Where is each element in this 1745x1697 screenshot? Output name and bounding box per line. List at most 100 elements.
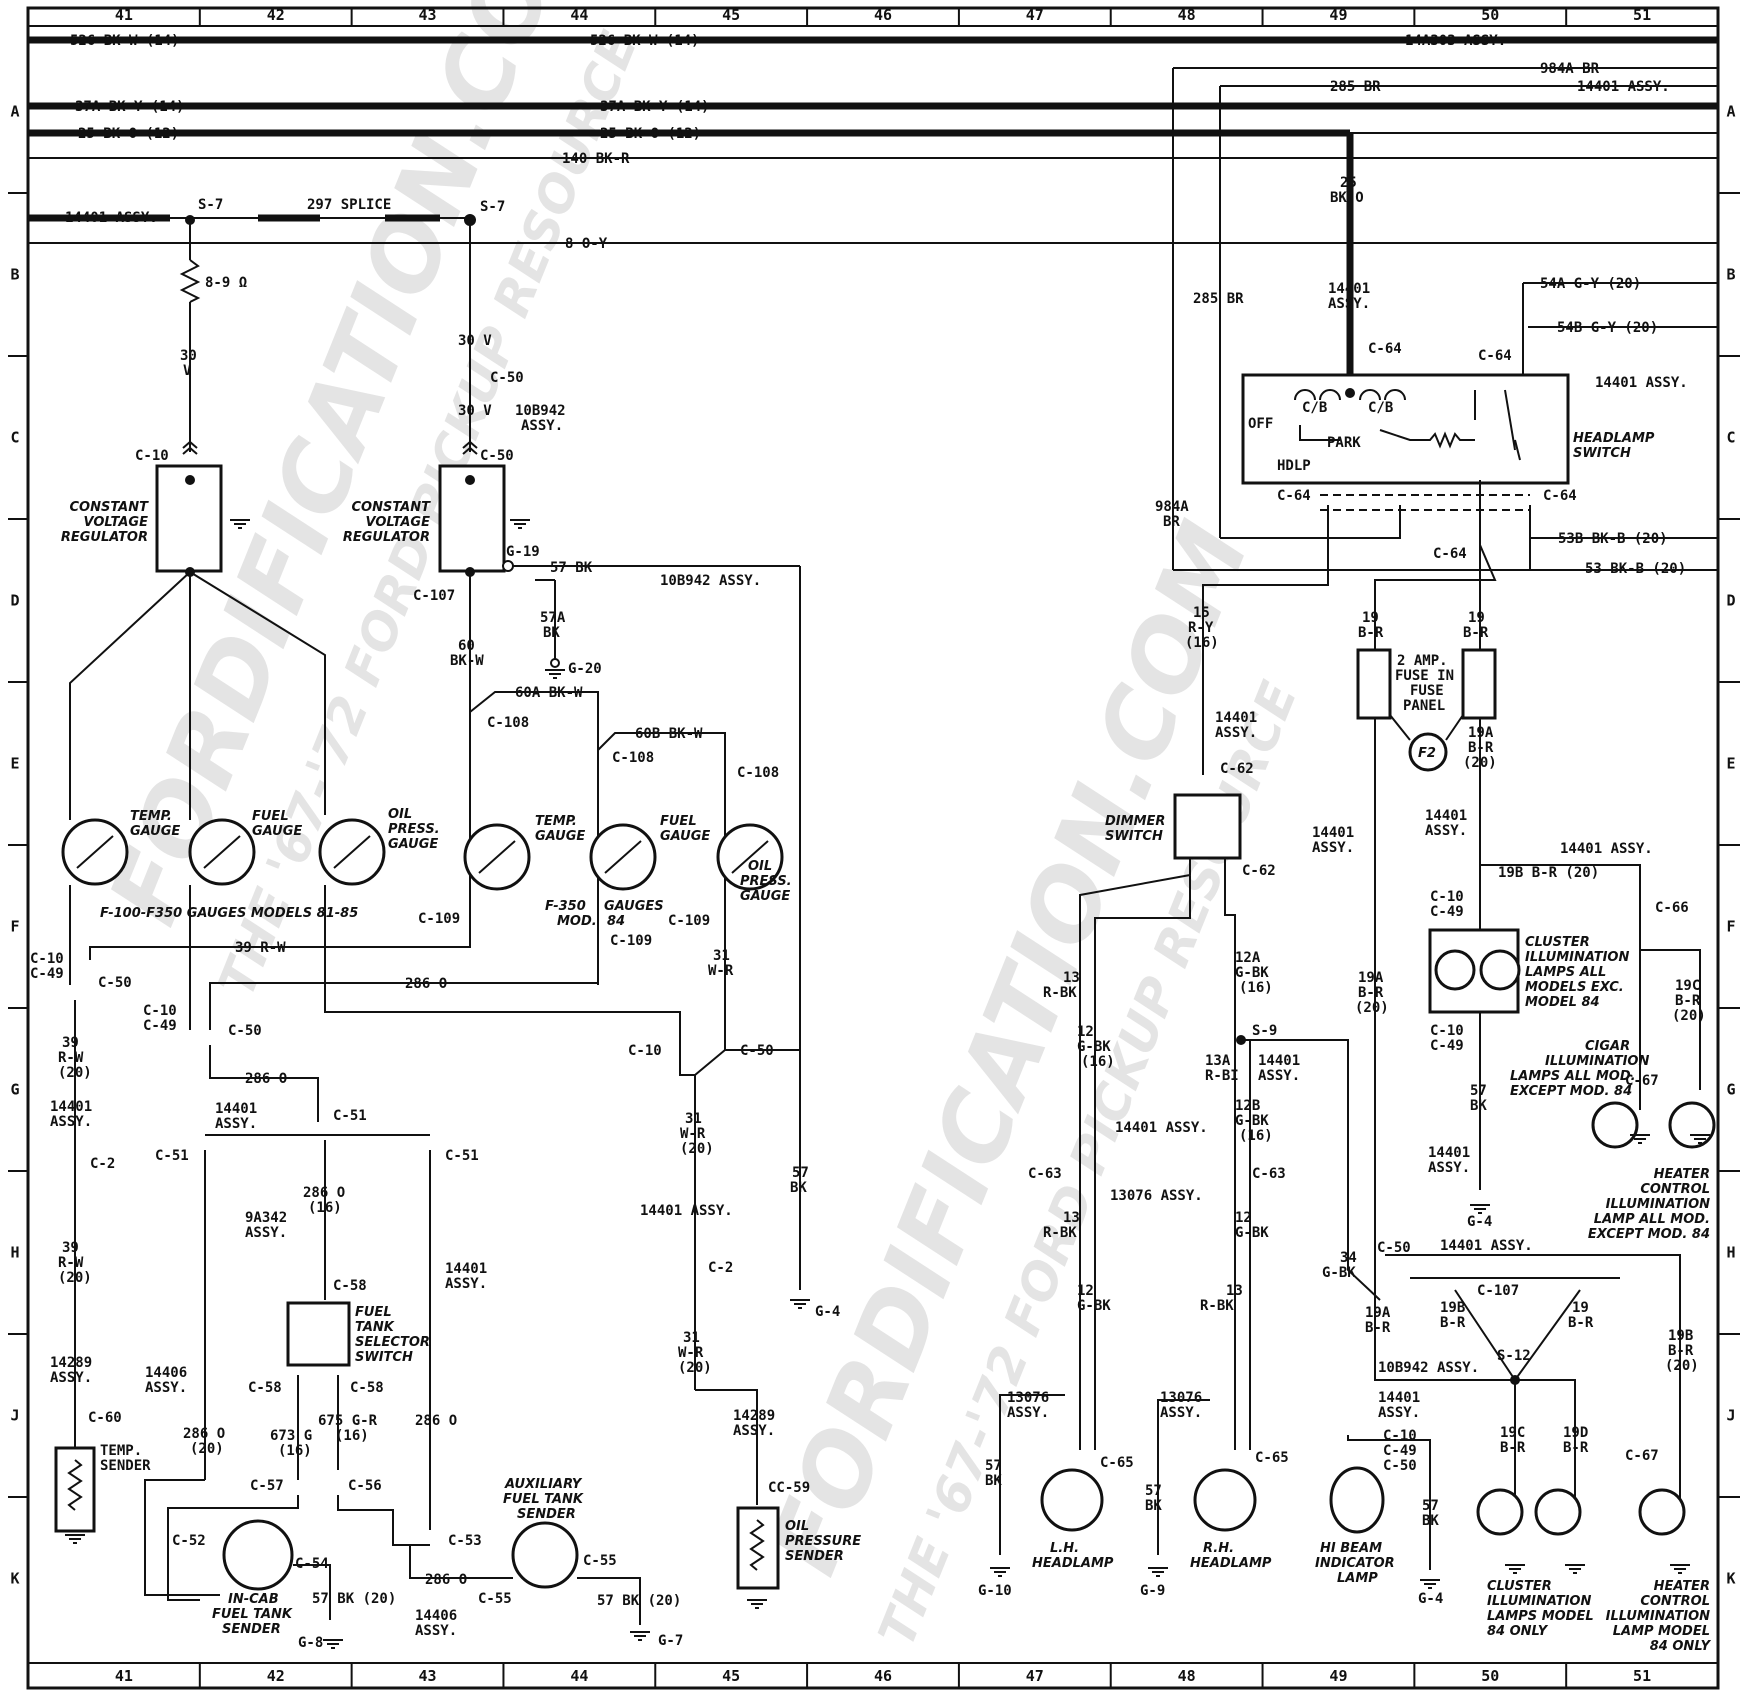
wire-label: G-BK xyxy=(1235,1113,1269,1129)
assembly-label: ASSY. xyxy=(1007,1405,1049,1421)
wire-label: B-R xyxy=(1365,1320,1391,1336)
component-label: MODELS EXC. xyxy=(1525,980,1624,995)
note-label: F-350 xyxy=(545,899,586,914)
component-label: ILLUMINATION xyxy=(1525,950,1629,965)
assembly-label: 14401 ASSY. xyxy=(1115,1120,1208,1136)
connector-label: C-50 xyxy=(1377,1240,1411,1256)
assembly-label: 14289 xyxy=(50,1355,92,1371)
connector-label: C-67 xyxy=(1625,1448,1659,1464)
component-label: FUEL xyxy=(355,1305,392,1320)
ground-label: G-19 xyxy=(506,544,540,560)
assembly-label: ASSY. xyxy=(1425,823,1467,839)
ground-icon xyxy=(230,519,250,529)
assembly-label: ASSY. xyxy=(1378,1405,1420,1421)
diagram-frame: 4141424243434444454546464747484849495050… xyxy=(8,6,1740,1690)
connector-label: C-107 xyxy=(1477,1283,1519,1299)
component-label: LAMP MODEL xyxy=(1613,1624,1710,1639)
wire-label: 286 O xyxy=(415,1413,457,1429)
wire-label: BK-O xyxy=(1330,190,1364,206)
note-label: 84 xyxy=(607,914,625,929)
connector-label: C-64 xyxy=(1277,488,1311,504)
wire-label: 286 O xyxy=(303,1185,345,1201)
assembly-label: ASSY. xyxy=(445,1276,487,1292)
wire-label: B-R xyxy=(1563,1440,1589,1456)
assembly-label: 14401 ASSY. xyxy=(1560,841,1653,857)
gauge-label: TEMP. xyxy=(535,814,577,829)
wire-label: 8 O-Y xyxy=(565,236,608,252)
connector-label: C-64 xyxy=(1368,341,1402,357)
grid-column-label: 41 xyxy=(115,1667,133,1685)
component-label: 84 ONLY xyxy=(1487,1624,1549,1639)
wire-label: (20) xyxy=(680,1141,714,1157)
assembly-label: ASSY. xyxy=(1215,725,1257,741)
component-label: CONTROL xyxy=(1640,1182,1710,1197)
component-label: CLUSTER xyxy=(1487,1579,1552,1594)
connector-label: C-49 xyxy=(1430,904,1464,920)
temp-sender xyxy=(54,1446,96,1533)
component-label: VOLTAGE xyxy=(366,515,431,530)
component-label: INDICATOR xyxy=(1315,1556,1395,1571)
component-label: SENDER xyxy=(222,1622,281,1637)
assembly-label: 14401 xyxy=(1328,281,1370,297)
fuse-label: FUSE IN xyxy=(1395,668,1454,684)
wire-label: R-W xyxy=(58,1255,84,1271)
wire-label: BK xyxy=(790,1180,807,1196)
wire-label: 31 xyxy=(713,948,730,964)
grid-column-label: 45 xyxy=(722,1667,740,1685)
assembly-label: 10B942 xyxy=(515,403,566,419)
connector-label: C-50 xyxy=(228,1023,262,1039)
connector-label: C-67 xyxy=(1625,1073,1659,1089)
note-label: MOD. xyxy=(557,914,597,929)
grid-column-label: 51 xyxy=(1633,1667,1651,1685)
wire-label: (20) xyxy=(58,1270,92,1286)
gauge-label: OIL xyxy=(748,859,772,874)
wire-label: B-R xyxy=(1440,1315,1466,1331)
dimmer-switch xyxy=(1173,793,1242,860)
connector-label: C-50 xyxy=(98,975,132,991)
assembly-label: 13076 xyxy=(1007,1390,1049,1406)
ground-icon xyxy=(545,669,565,679)
assembly-label: 14401 ASSY. xyxy=(1595,375,1688,391)
grid-column-label: 51 xyxy=(1633,6,1651,24)
wire-label: 53B BK-B (20) xyxy=(1558,531,1668,547)
assembly-label: ASSY. xyxy=(733,1423,775,1439)
grid-column-label: 49 xyxy=(1329,1667,1347,1685)
wire-label: 19B xyxy=(1668,1328,1693,1344)
wire-label: 57 xyxy=(1145,1483,1162,1499)
ground-icon xyxy=(1470,1204,1490,1214)
assembly-label: ASSY. xyxy=(1160,1405,1202,1421)
wire-label: (16) xyxy=(335,1428,369,1444)
wire-label: 39 xyxy=(62,1240,79,1256)
ground-icon xyxy=(1148,1567,1168,1577)
connector-label: C-107 xyxy=(413,588,455,604)
switch-label: C/B xyxy=(1368,400,1393,416)
component-label: CONSTANT xyxy=(69,500,149,515)
wire-label: 25 xyxy=(1340,175,1357,191)
grid-column-label: 48 xyxy=(1178,1667,1196,1685)
wire-label: BK-W xyxy=(450,653,484,669)
component-label: MODEL 84 xyxy=(1525,995,1600,1010)
wire-label: 19A xyxy=(1358,970,1384,986)
ground-icon xyxy=(65,1534,85,1544)
wire-label: 60A BK-W xyxy=(515,685,583,701)
wire-label: 12 xyxy=(1235,1210,1252,1226)
grid-column-label: 47 xyxy=(1026,6,1044,24)
component-label: IN-CAB xyxy=(228,1592,279,1607)
grid-row-label: E xyxy=(1726,755,1735,773)
ground-label: G-4 xyxy=(815,1304,840,1320)
rh-headlamp xyxy=(1193,1468,1257,1532)
wire-label: 12 xyxy=(1077,1024,1094,1040)
wire-label: 54A G-Y (20) xyxy=(1540,276,1641,292)
component-label: EXCEPT MOD. 84 xyxy=(1588,1227,1710,1242)
assembly-label: ASSY. xyxy=(50,1114,92,1130)
grid-row-label: K xyxy=(1726,1570,1735,1588)
component-label: LAMPS ALL MOD. xyxy=(1510,1069,1636,1084)
gauge-needle-icon xyxy=(76,835,114,869)
wire-label: BK xyxy=(1145,1498,1162,1514)
wire-label: (20) xyxy=(58,1065,92,1081)
connector-label: C-10 xyxy=(135,448,169,464)
wire-label: 57 xyxy=(1422,1498,1439,1514)
wire-label: 37A BK-Y (14) xyxy=(75,99,185,115)
assembly-label: 14401 ASSY. xyxy=(640,1203,733,1219)
